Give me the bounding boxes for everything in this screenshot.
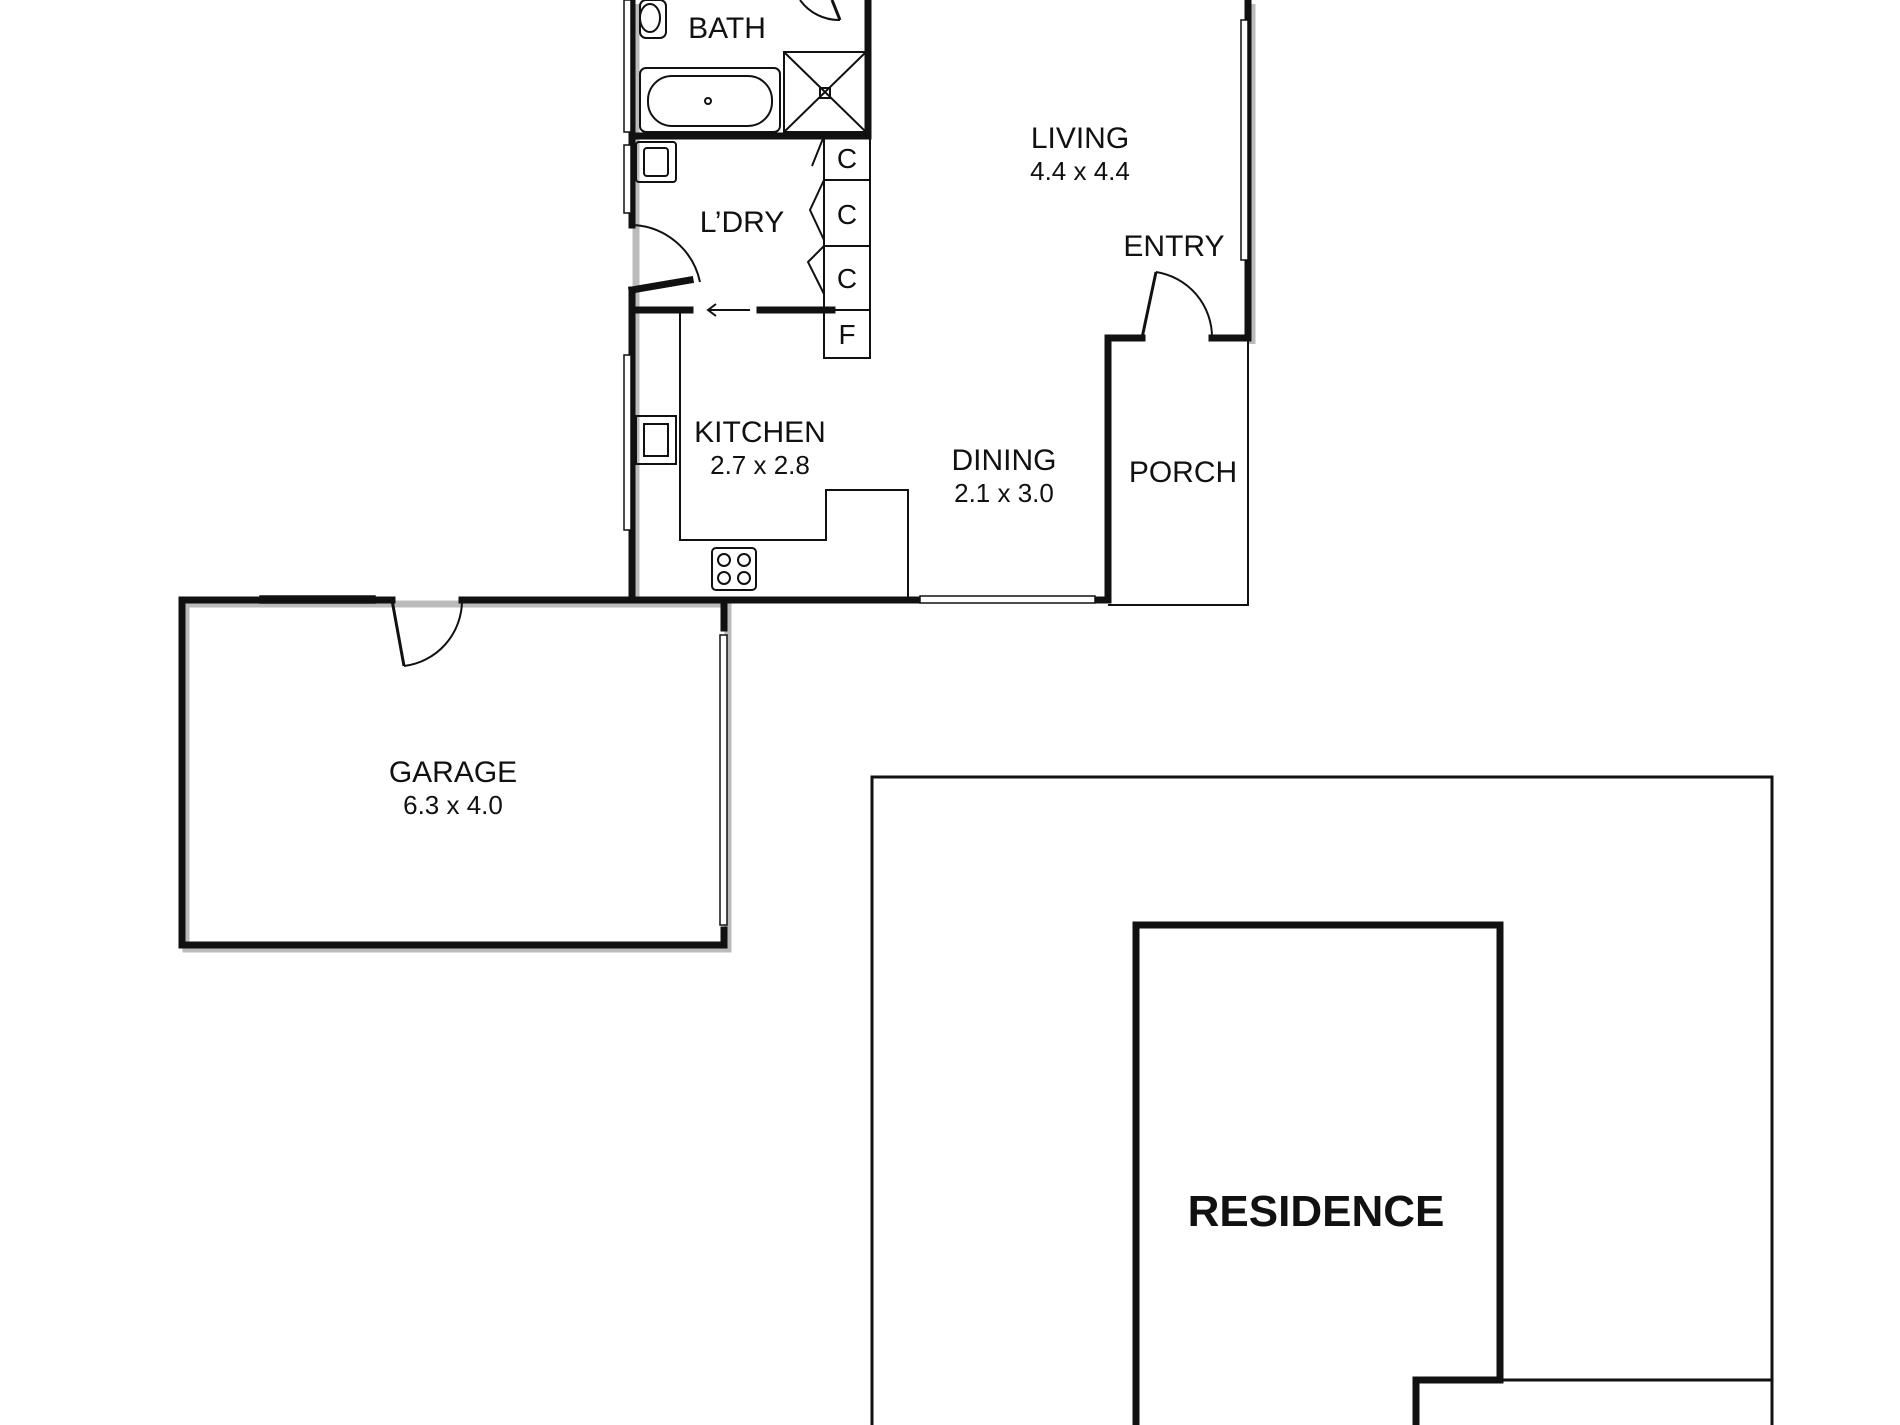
- window-living: [1240, 19, 1249, 261]
- room-label-entry: ENTRY: [1123, 230, 1224, 263]
- cupboard-label: C: [837, 143, 857, 174]
- room-dims-kitchen: 2.7 x 2.8: [710, 450, 810, 480]
- window-laundry: [623, 144, 632, 214]
- room-label-garage: GARAGE: [389, 756, 517, 789]
- garage-walls: [178, 596, 728, 949]
- cupboard-label: C: [837, 263, 857, 294]
- cooktop-icon: [711, 547, 757, 591]
- room-label-laundry: L’DRY: [700, 206, 785, 239]
- window-kitchen: [623, 354, 632, 531]
- laundry-fixtures: [631, 135, 871, 359]
- room-dims-garage: 6.3 x 4.0: [403, 790, 503, 820]
- room-dims-dining: 2.1 x 3.0: [954, 478, 1054, 508]
- window-garage-side: [719, 634, 728, 926]
- room-label-kitchen: KITCHEN: [694, 416, 826, 449]
- room-label-porch: PORCH: [1129, 456, 1237, 489]
- room-label-residence: RESIDENCE: [1188, 1187, 1445, 1236]
- cupboard-label: C: [837, 199, 857, 230]
- residence-outline: [870, 775, 1774, 1425]
- window-dining: [919, 595, 1096, 604]
- room-label-living: LIVING: [1031, 122, 1129, 155]
- bath-fixtures: [639, 0, 867, 133]
- window-bath: [623, 0, 632, 133]
- fridge-label: F: [838, 319, 855, 350]
- porch-outline: [1108, 338, 1249, 606]
- room-label-bath: BATH: [688, 12, 766, 45]
- kitchen-fixtures: [635, 310, 909, 600]
- room-dims-living: 4.4 x 4.4: [1030, 156, 1130, 186]
- entry-door: [1140, 271, 1214, 339]
- room-label-dining: DINING: [952, 444, 1057, 477]
